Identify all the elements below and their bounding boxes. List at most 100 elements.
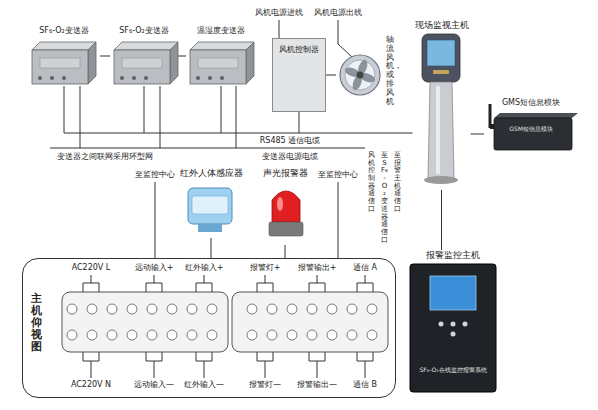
terminal-label: 通信 A (353, 263, 377, 273)
node-text: 温湿度变送器 (197, 26, 245, 36)
node-text: SF₆-O₂变送器 (39, 26, 89, 36)
node-text: GMS短信息模块 (502, 98, 560, 108)
gsm-module-symbol (490, 104, 578, 150)
port-label: 风机控制器通信口 (368, 152, 375, 214)
fan-ring (340, 55, 380, 95)
kiosk-slot (433, 70, 449, 74)
box-side (246, 42, 254, 84)
gland (196, 76, 200, 80)
module-body (494, 118, 572, 150)
gland (208, 76, 212, 80)
transmitter-node: SF₆-O₂变送器 (110, 26, 178, 86)
wire-label: 风机电源出线 (314, 8, 362, 18)
alarm-host-node: 报警监控主机SF₆-O₂在线监控报警系统 (403, 250, 503, 398)
transmitter-box (114, 42, 178, 84)
terminal-label: 报警灯+ (250, 263, 281, 273)
alarm-shine (277, 197, 283, 211)
terminal-label: AC220V L (72, 263, 111, 273)
node-text: 现场监视主机 (415, 20, 469, 31)
node-text: GSM短信息模块 (509, 125, 553, 132)
kiosk-shine (436, 86, 440, 174)
sensor-base (198, 224, 222, 232)
cable-line (100, 56, 110, 57)
gland (38, 76, 42, 80)
cable-line (326, 75, 336, 76)
box-front (190, 50, 246, 84)
terminal-label: 通信 B (353, 380, 377, 390)
node-text: 风机控制器 (279, 45, 319, 55)
wire-label: 变送器之间联网采用环型网 (57, 152, 153, 162)
kiosk-head (422, 34, 460, 82)
cable-line (285, 245, 286, 258)
node-text: SF₆-O₂在线监控报警系统 (417, 366, 489, 373)
box-top (114, 42, 178, 50)
node-text: 声光报警器 (263, 168, 308, 179)
alarm-host-symbol (410, 264, 496, 392)
terminal-label: 报警灯— (249, 380, 281, 390)
center-wire (155, 182, 338, 258)
wire-label: 至监控中心 (135, 170, 175, 180)
box-side (88, 42, 96, 84)
transmitter-node: SF₆-O₂变送器 (28, 26, 100, 86)
gland (144, 76, 148, 80)
transmitter-box (32, 42, 96, 84)
port-label: 至报警主机通信口 (394, 152, 401, 214)
wire-label: 风机电源进线 (255, 8, 303, 18)
wire-label: 至监控中心 (318, 170, 358, 180)
alarm-base (269, 222, 303, 236)
terminal-bracket (83, 352, 373, 378)
node-text: SF₆-O₂变送器 (119, 26, 169, 36)
terminal-label: AC220V N (71, 380, 111, 390)
cable-line (441, 190, 442, 250)
transmitter-node: 温湿度变送器 (186, 26, 256, 86)
terminal-holes (62, 296, 222, 348)
terminal-label: 报警输出— (297, 380, 337, 390)
kiosk-symbol (422, 34, 460, 184)
terminal-label: 报警输出+ (298, 263, 337, 273)
gland (132, 76, 136, 80)
wire-label: 变送器电源电缆 (262, 152, 318, 162)
terminal-label: 红外输入+ (185, 263, 224, 273)
terminal-holes (242, 296, 382, 348)
terminal-bracket (83, 275, 373, 292)
kiosk-screen (427, 40, 455, 66)
box-side (170, 42, 178, 84)
panel-button (451, 332, 456, 337)
fan-controller-box: 风机控制器 (272, 38, 326, 112)
terminal-strip (232, 292, 388, 352)
node-text: 轴流风机，或排风机 (386, 36, 394, 106)
kiosk-base (424, 176, 458, 184)
panel-screen (430, 276, 476, 310)
node-text: 主机仰视图 (31, 293, 42, 353)
controller-drop (299, 112, 300, 133)
terminal-label: 远动输入— (134, 380, 174, 390)
sensor-lens (192, 196, 228, 214)
box-plate (40, 58, 80, 68)
gland (50, 76, 54, 80)
fan-symbol (340, 55, 380, 95)
box-plate (122, 58, 162, 68)
alarm-light-symbol (269, 191, 303, 236)
kiosk-pole (428, 82, 454, 178)
gland (62, 76, 66, 80)
alarm-dome (272, 191, 300, 222)
box-front (114, 50, 170, 84)
module-top (494, 113, 578, 118)
cable-line (211, 238, 212, 258)
node-text: 红外人体感应器 (180, 168, 243, 179)
fan-node: 轴流风机，或排风机 (336, 32, 398, 118)
box-front (32, 50, 88, 84)
rs485-cable (64, 86, 221, 133)
gland (220, 76, 224, 80)
cable-line (471, 134, 485, 135)
infrared-sensor-symbol (188, 188, 232, 232)
box-top (32, 42, 96, 50)
sensor-body (188, 188, 232, 224)
port-label: 至SF₆-O₂变送器通信口 (381, 152, 388, 244)
terminal-strip (62, 292, 228, 352)
box-top (190, 42, 254, 50)
wire-label: RS485 通信电缆 (260, 136, 320, 146)
gland (120, 76, 124, 80)
